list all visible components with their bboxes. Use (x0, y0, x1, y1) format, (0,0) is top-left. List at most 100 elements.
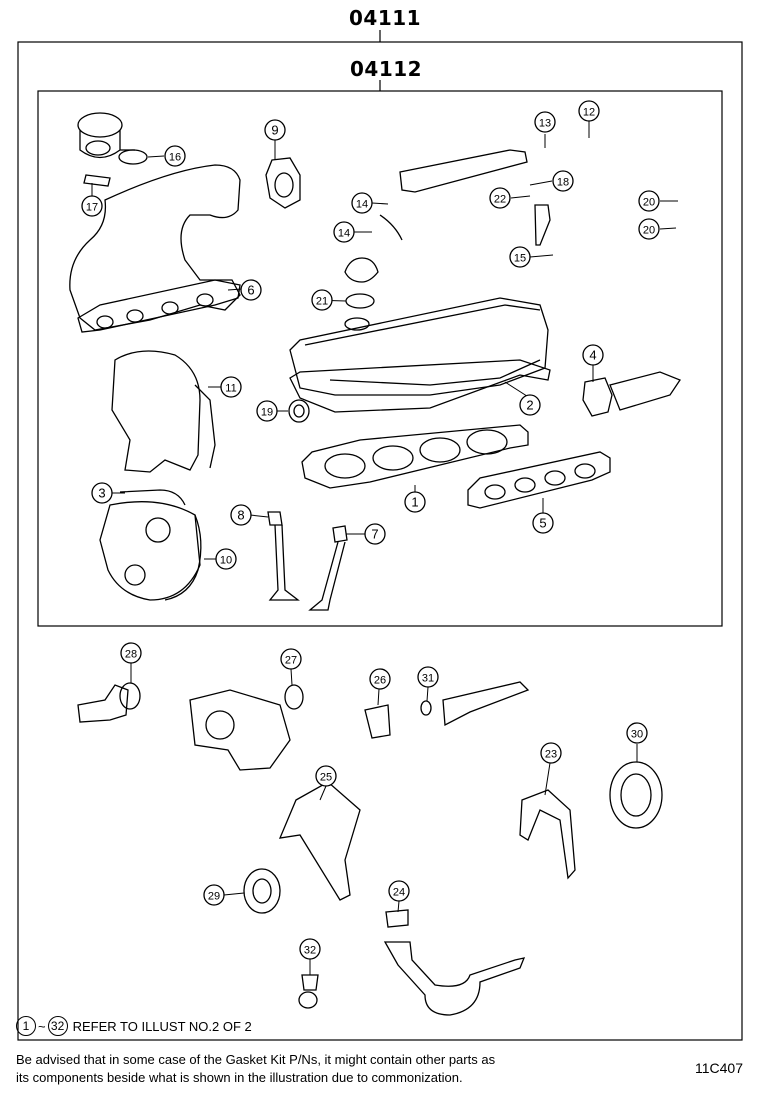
seal-19-drawing (288, 399, 310, 423)
oil-cap-gasket-21-drawing (345, 293, 375, 309)
callout-circle (626, 722, 648, 744)
inner-kit-frame (37, 90, 723, 627)
callout-number: 32 (304, 945, 316, 957)
seal-7-drawing (332, 525, 348, 543)
egr-valve-drawing (77, 112, 135, 159)
egr-gasket-16-drawing (118, 149, 148, 165)
callout-circle (311, 289, 333, 311)
oil-seal-29-drawing (243, 868, 281, 914)
head-gasket-1-drawing (301, 424, 529, 489)
callout-number: 23 (545, 749, 557, 761)
advisory-line-2: its components beside what is shown in t… (16, 1070, 463, 1085)
callout-circle (519, 394, 541, 416)
callout-number: 13 (539, 118, 551, 130)
callout-number: 8 (237, 508, 244, 523)
oil-seal-30-drawing (609, 761, 663, 829)
seal-8-drawing (267, 511, 283, 526)
callout-circle (240, 279, 262, 301)
callout-number: 7 (371, 527, 378, 542)
callout-number: 11 (225, 383, 236, 395)
callout-circle (120, 642, 142, 664)
callout-circle (369, 668, 391, 690)
callout-circle (638, 218, 660, 240)
seal-3-drawing (119, 489, 186, 506)
callout-circle (417, 666, 439, 688)
callout-circle (534, 111, 556, 133)
callout-circle (364, 523, 386, 545)
callout-circle (578, 100, 600, 122)
callout-circle (315, 765, 337, 787)
seal-32-drawing (301, 974, 319, 991)
gasket-24-drawing (385, 909, 409, 928)
fuel-rail-drawing (399, 149, 528, 193)
timing-cover-lower-drawing (99, 501, 201, 601)
callout-number: 20 (643, 225, 655, 237)
callout-circle (81, 195, 103, 217)
callout-number: 24 (393, 887, 405, 899)
gasket-17-drawing (83, 174, 111, 187)
callout-number: 18 (557, 177, 569, 189)
callout-circle (638, 190, 660, 212)
legend-text: REFER TO ILLUST NO.2 OF 2 (72, 1018, 252, 1034)
callout-number: 30 (631, 729, 643, 741)
callout-number: 4 (589, 348, 596, 363)
gasket-27-drawing (284, 684, 304, 710)
gasket-26-drawing (364, 704, 391, 739)
callout-circle (256, 400, 278, 422)
legend-from-circle: 1 (16, 1016, 36, 1036)
parts-artwork (69, 112, 681, 1016)
cylinder-head-cover-drawing (289, 297, 549, 396)
rear-seal-retainer-gasket-23-drawing (519, 789, 576, 880)
callout-number: 21 (316, 296, 328, 308)
water-outlet-drawing (77, 684, 129, 723)
head-cover-gasket-2-drawing (289, 359, 551, 413)
oil-pump-gasket-25-drawing (278, 781, 361, 901)
valve-stem-drawing (268, 524, 300, 601)
callout-circle (388, 880, 410, 902)
legend-separator: ~ (38, 1018, 46, 1034)
callout-circle (351, 192, 373, 214)
callout-circle (91, 482, 113, 504)
legend-line: 1 ~ 32 REFER TO ILLUST NO.2 OF 2 (16, 1016, 252, 1036)
callout-number: 26 (374, 675, 386, 687)
callout-number: 2 (526, 398, 533, 413)
callout-number: 5 (539, 516, 546, 531)
callout-circle (164, 145, 186, 167)
callout-circle (333, 221, 355, 243)
callout-number: 31 (422, 673, 434, 685)
callout-circle (489, 187, 511, 209)
pcv-drawing (609, 371, 681, 411)
exhaust-gasket-5-drawing (467, 451, 611, 509)
callout-number: 12 (583, 107, 595, 119)
callout-number: 29 (208, 891, 220, 903)
legend-to-circle: 32 (47, 1016, 68, 1036)
callout-circle (404, 491, 426, 513)
callout-number: 20 (643, 197, 655, 209)
timing-cover-upper-drawing (111, 350, 201, 473)
callout-number: 16 (169, 152, 181, 164)
intake-gasket-6-drawing (77, 279, 241, 333)
callout-circle (230, 504, 252, 526)
callout-circle (532, 512, 554, 534)
callout-number: 25 (320, 772, 332, 784)
oring-31-drawing (420, 700, 432, 716)
valve-cover-gasket-4-drawing (582, 377, 613, 417)
water-pump-drawing (189, 689, 291, 771)
outer-kit-code: 04111 (349, 6, 422, 30)
callout-number: 3 (98, 486, 105, 501)
callout-number: 14 (356, 199, 368, 211)
valve-stem-2-drawing (308, 541, 346, 611)
illustration-number: 11C407 (695, 1060, 744, 1076)
callout-number: 22 (494, 194, 506, 206)
callout-number: 17 (86, 202, 98, 214)
advisory-line-1: Be advised that in some case of the Gask… (16, 1052, 496, 1067)
inner-kit-code: 04112 (350, 57, 423, 81)
callout-number: 14 (338, 228, 350, 240)
callout-number: 19 (261, 407, 273, 419)
callout-circle (264, 119, 286, 141)
callout-circle (215, 548, 237, 570)
timing-seal-11-drawing (194, 384, 216, 469)
callout-number: 1 (411, 495, 418, 510)
intake-manifold-drawing (69, 164, 241, 331)
